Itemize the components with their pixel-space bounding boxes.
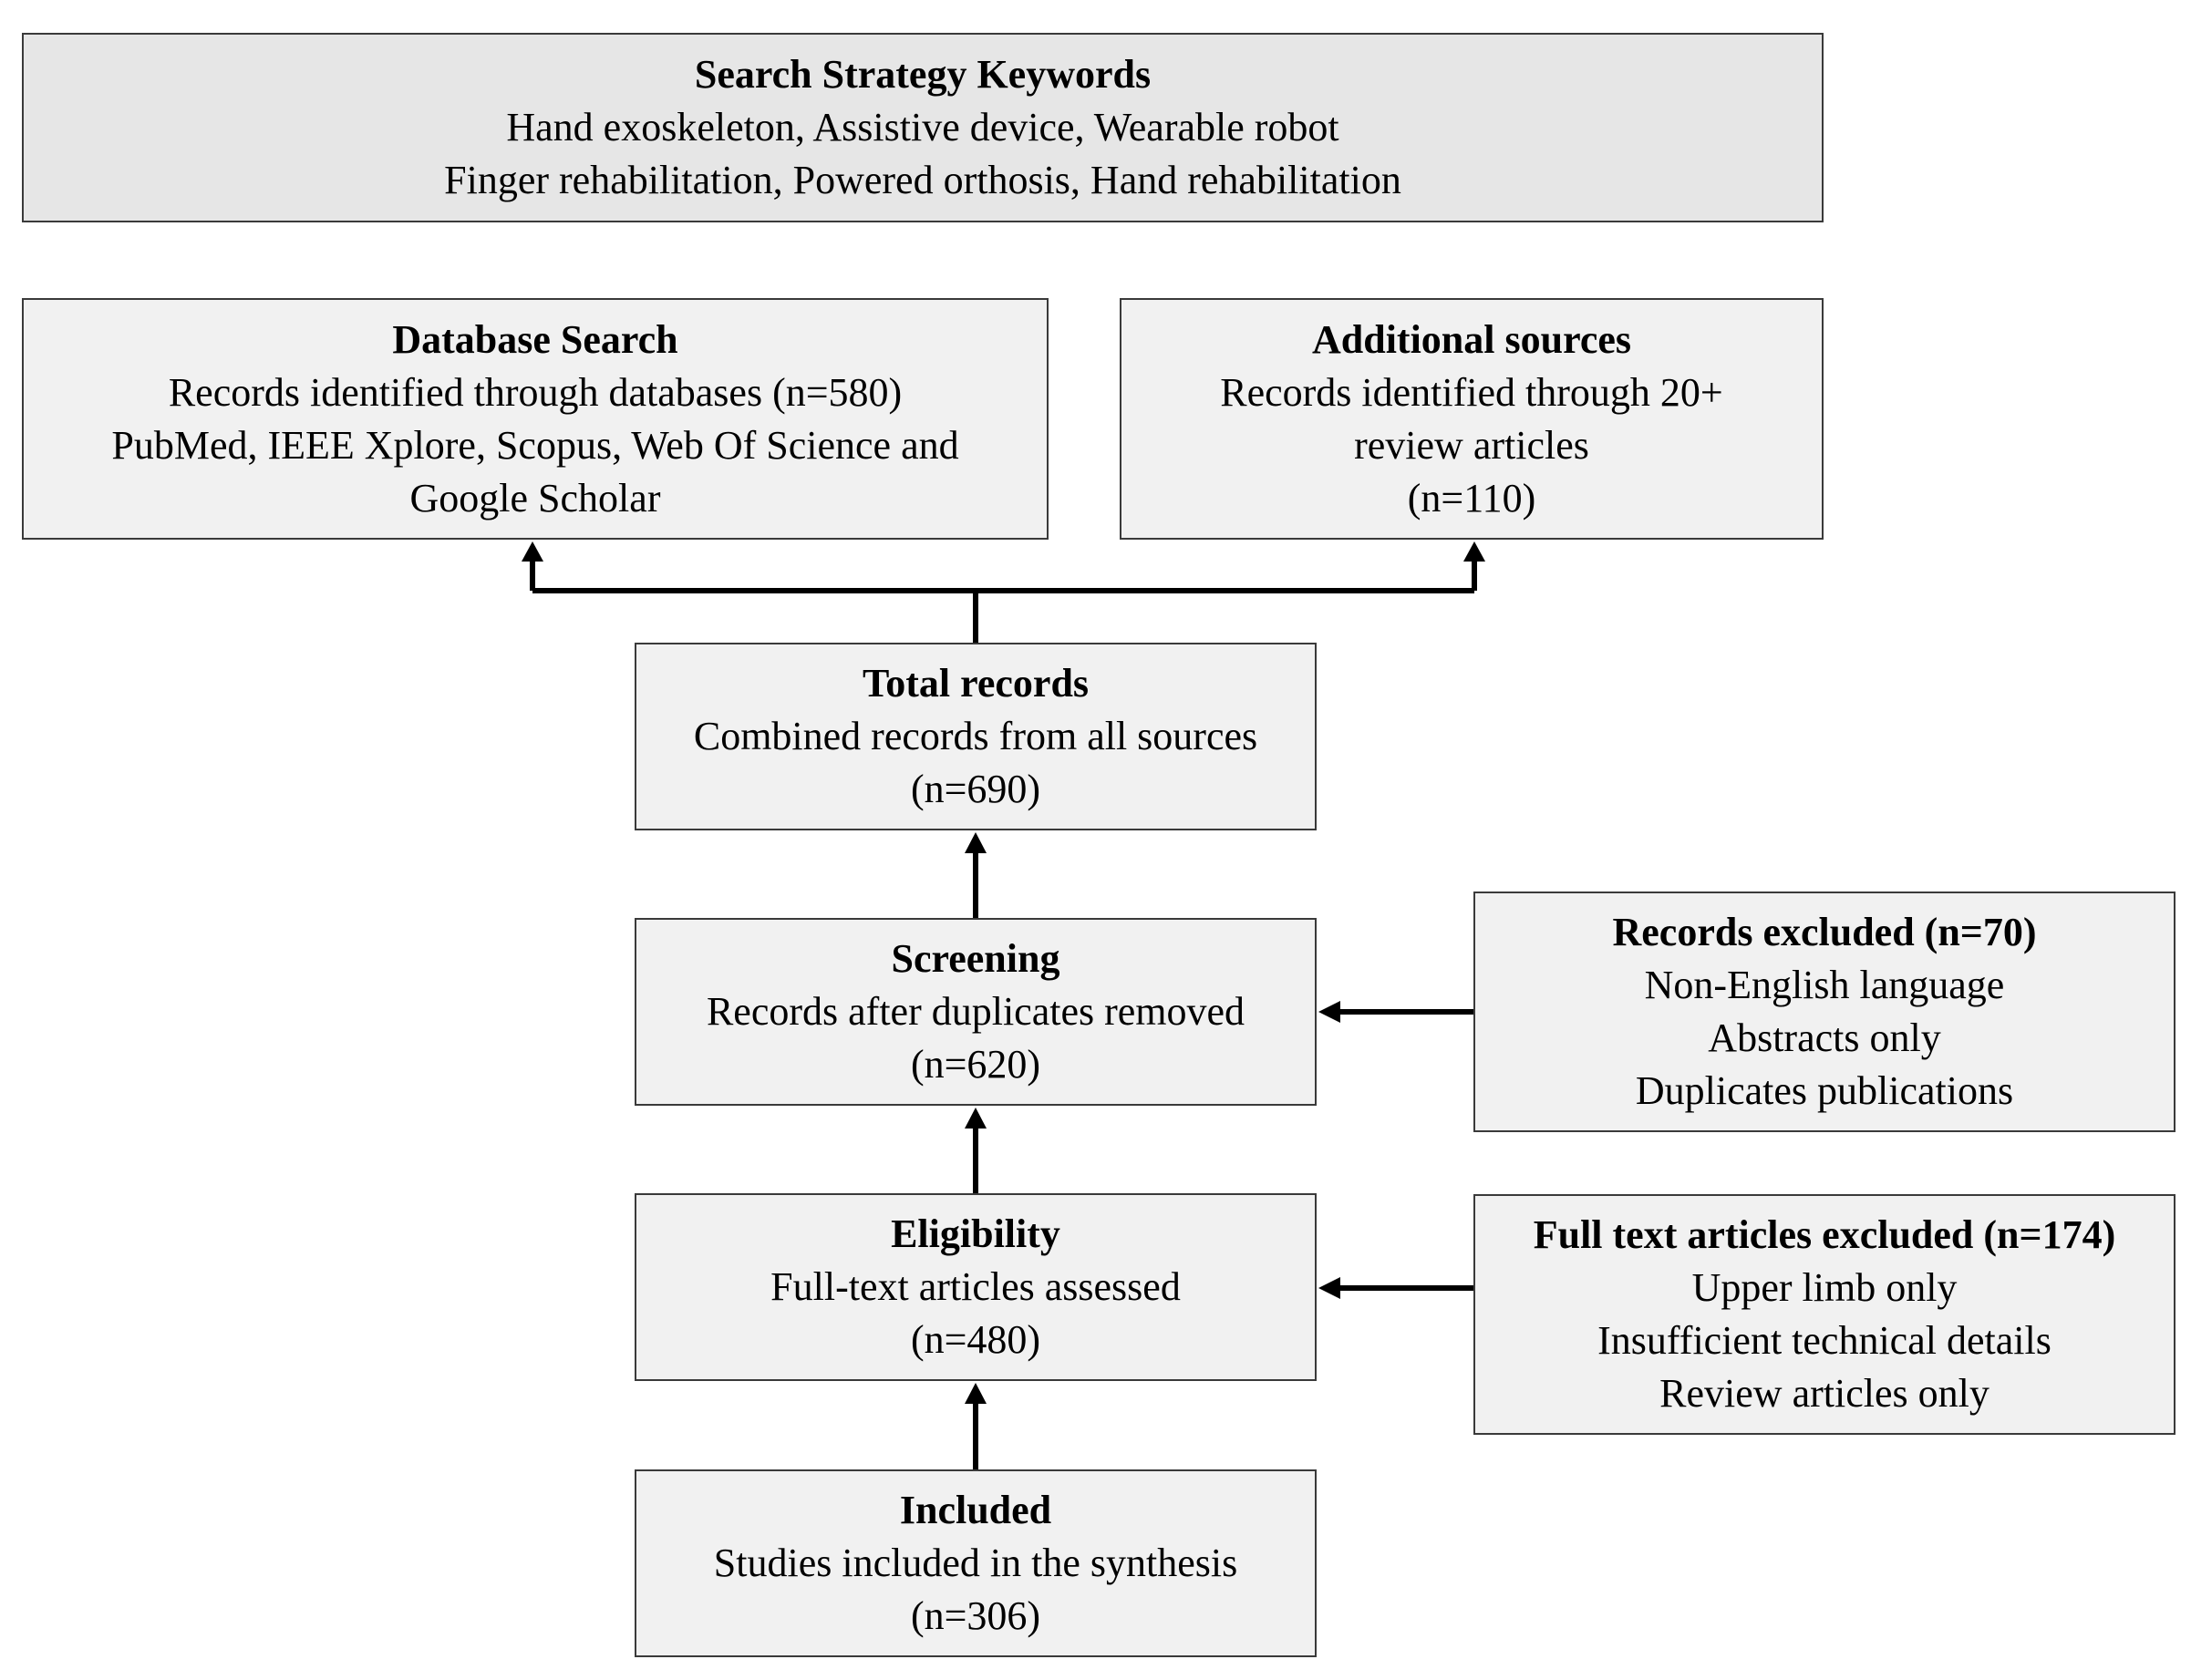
database-search-line: Google Scholar xyxy=(409,475,661,520)
total-records-line: Combined records from all sources xyxy=(693,714,1258,758)
eligibility-box: Eligibility Full-text articles assessed … xyxy=(635,1193,1317,1381)
records-excluded-line: Abstracts only xyxy=(1708,1015,1941,1060)
keywords-title: Search Strategy Keywords xyxy=(694,52,1152,97)
eligibility-line: (n=480) xyxy=(910,1317,1041,1362)
included-line: (n=306) xyxy=(910,1593,1041,1638)
included-title: Included xyxy=(899,1488,1052,1532)
additional-sources-box: Additional sources Records identified th… xyxy=(1120,298,1824,540)
records-excluded-line: Duplicates publications xyxy=(1635,1068,2014,1113)
database-search-title: Database Search xyxy=(392,316,678,362)
keywords-line: Finger rehabilitation, Powered orthosis,… xyxy=(444,158,1401,202)
arrowhead-fulltext-excluded xyxy=(1318,1277,1340,1299)
arrowhead-records-excluded xyxy=(1318,1001,1340,1023)
additional-sources-line: (n=110) xyxy=(1407,475,1536,520)
arrowhead-to-eligibility xyxy=(965,1383,987,1404)
total-records-title: Total records xyxy=(862,661,1090,706)
database-search-box: Database Search Records identified throu… xyxy=(22,298,1049,540)
database-search-line: Records identified through databases (n=… xyxy=(168,369,903,415)
additional-sources-title: Additional sources xyxy=(1311,316,1632,362)
fulltext-excluded-line: Insufficient technical details xyxy=(1597,1318,2051,1363)
connector-total-to-sources xyxy=(530,558,1477,643)
keywords-box: Search Strategy Keywords Hand exoskeleto… xyxy=(22,33,1824,222)
fulltext-excluded-line: Review articles only xyxy=(1659,1371,1989,1416)
records-excluded-title: Records excluded (n=70) xyxy=(1612,910,2037,954)
fulltext-excluded-title: Full text articles excluded (n=174) xyxy=(1533,1212,2116,1257)
database-search-line: PubMed, IEEE Xplore, Scopus, Web Of Scie… xyxy=(111,422,959,468)
arrowhead-to-screening xyxy=(965,1108,987,1129)
screening-line: Records after duplicates removed xyxy=(706,989,1245,1034)
eligibility-line: Full-text articles assessed xyxy=(770,1264,1181,1309)
included-line: Studies included in the synthesis xyxy=(713,1541,1238,1585)
arrowhead-to-additional-sources xyxy=(1463,541,1485,562)
included-box: Included Studies included in the synthes… xyxy=(635,1469,1317,1657)
additional-sources-line: review articles xyxy=(1354,422,1589,468)
fulltext-excluded-box: Full text articles excluded (n=174) Uppe… xyxy=(1473,1194,2175,1435)
total-records-line: (n=690) xyxy=(910,767,1041,811)
keywords-line: Hand exoskeleton, Assistive device, Wear… xyxy=(506,105,1339,149)
arrowhead-to-total-records xyxy=(965,832,987,853)
screening-line: (n=620) xyxy=(910,1042,1041,1087)
fulltext-excluded-line: Upper limb only xyxy=(1691,1265,1958,1310)
eligibility-title: Eligibility xyxy=(891,1211,1060,1256)
screening-box: Screening Records after duplicates remov… xyxy=(635,918,1317,1106)
additional-sources-line: Records identified through 20+ xyxy=(1220,369,1723,415)
arrowhead-to-database-search xyxy=(522,541,543,562)
records-excluded-line: Non-English language xyxy=(1644,963,2005,1007)
records-excluded-box: Records excluded (n=70) Non-English lang… xyxy=(1473,892,2175,1132)
screening-title: Screening xyxy=(891,936,1060,981)
total-records-box: Total records Combined records from all … xyxy=(635,643,1317,830)
